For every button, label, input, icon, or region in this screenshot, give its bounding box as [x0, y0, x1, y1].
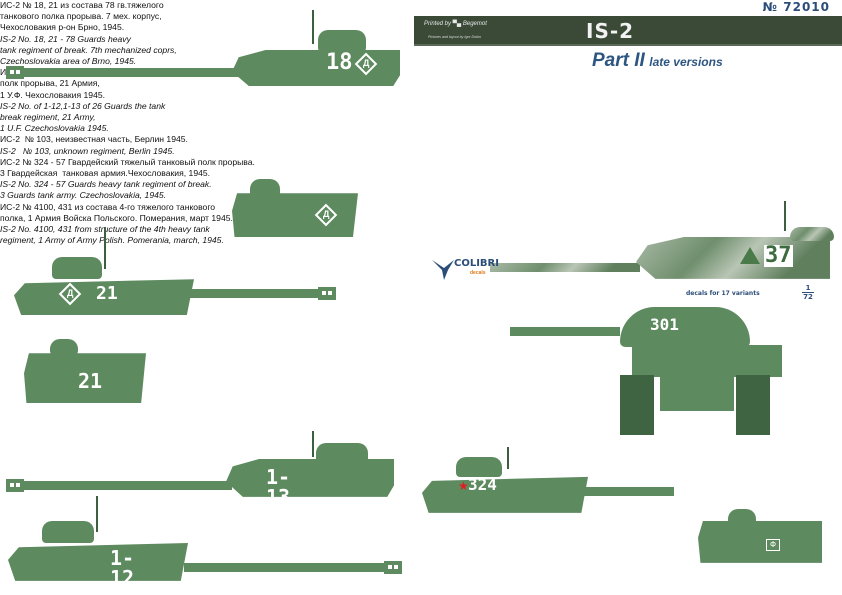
- gun-barrel: [22, 68, 244, 77]
- brand-sub: decals: [470, 270, 486, 276]
- muzzle-brake: [6, 478, 24, 492]
- caption-18-en: IS-2 No. 18, 21 - 78 Guards heavy tank r…: [0, 33, 177, 67]
- variants-count: decals for 17 variants: [686, 290, 760, 297]
- tank-hull: [636, 236, 830, 279]
- tank-hull: [422, 476, 588, 513]
- scale-denominator: 72: [803, 293, 813, 301]
- tank-number: 1-12: [110, 545, 135, 590]
- tank-turret: [620, 306, 750, 347]
- caption-103-ru: ИС-2 № 103, неизвестная часть, Берлин 19…: [0, 134, 188, 145]
- caption-18-ru: ИС-2 № 18, 21 из состава 78 гв.тяжелого …: [0, 0, 164, 33]
- scale-label: 1 72: [802, 284, 814, 301]
- gun-barrel: [510, 326, 620, 336]
- gun-barrel: [22, 480, 232, 490]
- caption-112-en: IS-2 No. of 1-12,1-13 of 26 Guards the t…: [0, 100, 166, 134]
- tank-turret: [318, 30, 366, 52]
- emblem-letter: Д: [67, 288, 74, 299]
- sheet-title: IS-2: [586, 19, 635, 43]
- tank-turret: [42, 520, 94, 543]
- tank-hull: [632, 344, 782, 377]
- tank-hull: [8, 543, 188, 581]
- caption-4100-ru: ИС-2 № 4100, 431 из состава 4-го тяжелог…: [0, 201, 233, 223]
- hummingbird-icon: [432, 260, 454, 280]
- tank-number: 324: [468, 474, 497, 494]
- tank-turret: [250, 179, 280, 198]
- muzzle-brake: [384, 560, 402, 574]
- tank-hull: [698, 520, 822, 563]
- gun-barrel: [184, 562, 402, 572]
- square-emblem-icon: Ф: [766, 538, 780, 551]
- red-star-icon: ★: [458, 478, 469, 493]
- left-track: [620, 374, 654, 435]
- tank-number: 18: [326, 50, 353, 75]
- emblem-letter: Д: [363, 58, 370, 68]
- gun-barrel: [190, 289, 322, 299]
- printed-by: Printed by ▀▄ Begemot: [424, 21, 487, 27]
- antenna: [104, 227, 106, 270]
- tank-number: 37: [764, 242, 793, 268]
- title-banner: Printed by ▀▄ Begemot Pictures and layou…: [414, 16, 842, 46]
- lower-plate: [660, 374, 734, 411]
- brand-name: COLIBRI: [454, 258, 499, 269]
- tank-hull: [24, 353, 146, 404]
- caption-4100-en: IS-2 No. 4100, 431 from structure of the…: [0, 224, 224, 246]
- emblem-letter: Д: [323, 209, 330, 220]
- antenna: [312, 10, 314, 44]
- antenna: [312, 430, 314, 457]
- gun-barrel: [490, 262, 640, 272]
- antenna: [507, 446, 509, 469]
- scale-numerator: 1: [805, 284, 811, 292]
- right-track: [736, 374, 770, 435]
- muzzle-brake: [6, 66, 24, 79]
- subtitle-part: Part II: [592, 50, 645, 71]
- tank-number: 21: [78, 369, 103, 394]
- tank-hull: [226, 458, 394, 497]
- antenna: [96, 495, 98, 532]
- tank-turret: [790, 226, 834, 241]
- caption-103-en: IS-2 № 103, unknown regiment, Berlin 194…: [0, 145, 175, 156]
- tank-turret: [316, 442, 368, 463]
- antenna: [784, 200, 786, 231]
- caption-324-en: IS-2 No. 324 - 57 Guards heavy tank regi…: [0, 179, 212, 201]
- tank-hull: [14, 279, 194, 316]
- muzzle-brake: [318, 287, 336, 301]
- pictures-credit: Pictures and layout by Igor Dobin: [428, 35, 481, 39]
- tank-number: 21: [96, 283, 118, 305]
- triangle-emblem-icon: [740, 246, 760, 264]
- caption-324-ru: ИС-2 № 324 - 57 Гвардейский тяжелый танк…: [0, 156, 255, 179]
- tank-turret: [50, 339, 78, 356]
- tank-number: 301: [650, 314, 679, 334]
- catalog-number: № 72010: [762, 0, 830, 14]
- tank-hull: [232, 50, 400, 86]
- tank-turret: [456, 456, 502, 477]
- tank-number: 1-13: [266, 464, 291, 509]
- subtitle-versions: late versions: [649, 55, 723, 69]
- gun-barrel: [584, 486, 674, 496]
- subtitle: Part II late versions: [592, 50, 723, 72]
- tank-turret: [52, 257, 102, 280]
- tank-hull: [232, 193, 358, 238]
